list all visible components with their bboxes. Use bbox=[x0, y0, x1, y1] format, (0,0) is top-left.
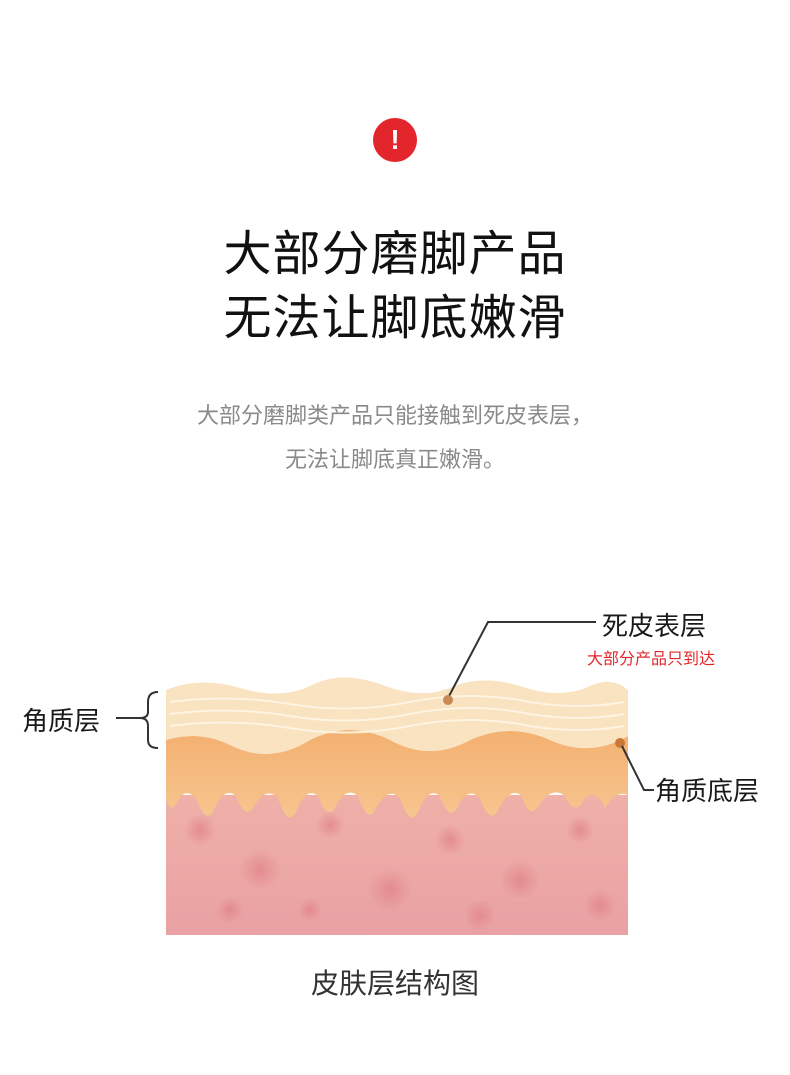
dead-skin-pointer bbox=[447, 621, 596, 699]
label-stratum-corneum: 角质层 bbox=[22, 707, 101, 737]
basal-pointer bbox=[621, 745, 654, 791]
subtext-line-2: 无法让脚底真正嫩滑。 bbox=[284, 448, 505, 473]
label-dead-skin-note: 大部分产品只到达 bbox=[587, 649, 716, 668]
exclamation-glyph: ! bbox=[390, 124, 400, 155]
cornified-bracket bbox=[139, 691, 159, 749]
dead-skin-dot bbox=[443, 695, 453, 705]
headline-line-1: 大部分磨脚产品 bbox=[223, 226, 567, 282]
subtext-line-1: 大部分磨脚类产品只能接触到死皮表层， bbox=[196, 404, 593, 429]
label-dead-skin: 死皮表层 bbox=[602, 612, 707, 642]
dead-skin-texture bbox=[169, 695, 625, 734]
dermis-layer bbox=[166, 795, 628, 935]
headline: 大部分磨脚产品 无法让脚底嫩滑 bbox=[0, 222, 790, 350]
diagram-caption: 皮肤层结构图 bbox=[310, 967, 479, 1000]
headline-line-2: 无法让脚底嫩滑 bbox=[223, 290, 567, 346]
basal-dot bbox=[615, 738, 625, 748]
basal-layer bbox=[166, 730, 628, 818]
skin-layer-diagram bbox=[116, 621, 654, 935]
label-basal-layer: 角质底层 bbox=[655, 777, 760, 807]
dermis-spots bbox=[184, 811, 616, 931]
subtext: 大部分磨脚类产品只能接触到死皮表层， 无法让脚底真正嫩滑。 bbox=[0, 395, 790, 483]
exclamation-icon: ! bbox=[373, 118, 417, 162]
